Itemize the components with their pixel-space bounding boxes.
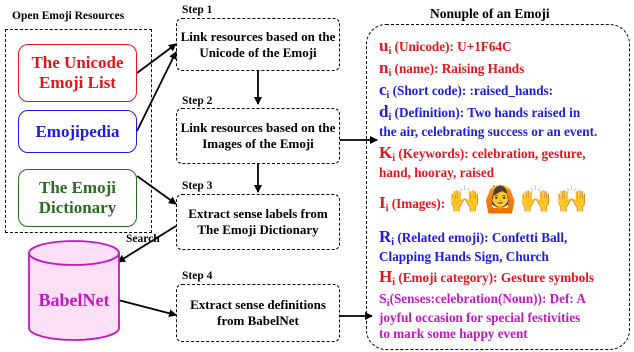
babelnet-cylinder	[28, 240, 120, 341]
nonuple-unicode: ui (Unicode): U+1F64C	[379, 36, 512, 57]
nonuple-images: Ii (Images): 🙌 🙆 🙌 🙌	[379, 185, 588, 215]
resource-unicode-emoji-list: The Unicode Emoji List	[18, 44, 137, 102]
nonuple-category: Hi (Emoji category): Gesture symbols	[379, 267, 595, 288]
raising-hands-emoji-icon: 🙌	[519, 185, 553, 214]
resources-panel	[5, 29, 152, 233]
nonuple-related-emoji: Ri (Related emoji): Confetti Ball, Clapp…	[379, 227, 568, 264]
nonuple-short-code: ci (Short code): :raised_hands:	[379, 80, 554, 101]
step2-box: Link resources based on the Images of th…	[176, 108, 340, 164]
nonuple-panel: ui (Unicode): U+1F64C ni (name): Raising…	[366, 24, 630, 350]
resources-title: Open Emoji Resources	[12, 10, 125, 22]
arrow-dictionary-to-step3	[136, 175, 177, 205]
step2-label: Step 2	[182, 95, 213, 107]
step3-box: Extract sense labels from The Emoji Dict…	[176, 194, 340, 250]
nonuple-keywords: Ki (Keywords): celebration, gesture, han…	[379, 143, 586, 180]
arrow-unicode-to-step1	[136, 43, 177, 74]
resource-emojipedia: Emojipedia	[18, 110, 137, 153]
nonuple-senses: Si(Senses:celebration(Noun)): Def: A joy…	[379, 291, 586, 341]
step4-box: Extract sense definitions from BabelNet	[176, 284, 340, 342]
nonuple-title: Nonuple of an Emoji	[430, 6, 550, 21]
search-label: Search	[126, 233, 160, 245]
nonuple-name: ni (name): Raising Hands	[379, 58, 525, 79]
raising-hands-emoji-icon: 🙌	[448, 185, 481, 214]
arrow-step3-to-babelnet	[117, 225, 177, 263]
nonuple-definition: di (Definition): Two hands raised in the…	[379, 102, 598, 139]
arrow-babelnet-to-step4	[117, 299, 177, 318]
step1-box: Link resources based on the Unicode of t…	[176, 18, 340, 71]
step3-label: Step 3	[182, 180, 213, 192]
babelnet-label: BabelNet	[38, 289, 110, 310]
gesture-ok-emoji-icon: 🙆	[484, 185, 517, 214]
resource-emoji-dictionary: The Emoji Dictionary	[18, 169, 137, 227]
raising-hands-emoji-icon: 🙌	[555, 185, 588, 214]
step1-label: Step 1	[182, 4, 213, 16]
arrow-emojipedia-to-step1	[136, 51, 177, 132]
step4-label: Step 4	[182, 270, 213, 282]
